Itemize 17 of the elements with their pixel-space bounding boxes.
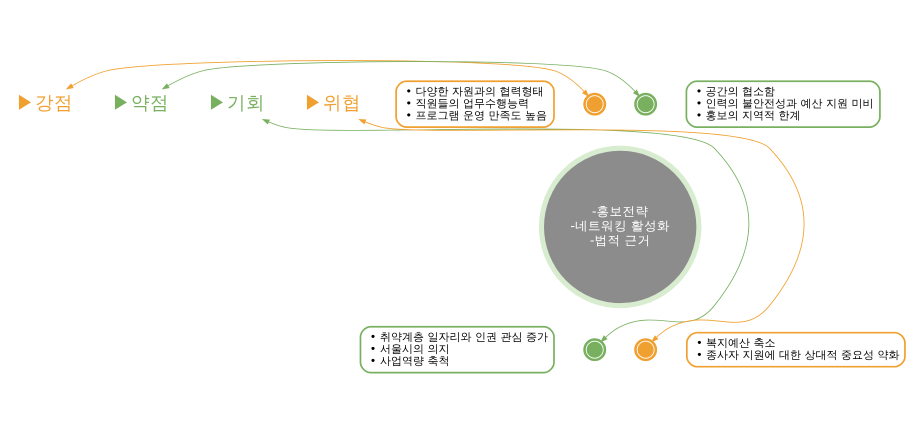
node-box: • 다양한 자원과의 협력형태 • 직원들의 업무수행능력 • 프로그램 운영 만족도 높음 xyxy=(395,80,555,128)
node-box: • 취약계층 일자리와 인권 관심 증가 • 서울시의 의지 • 사업역량 축척 xyxy=(360,325,555,373)
node-box: • 공간의 협소함 • 인력의 불안전성과 예산 지원 미비 • 홍보의 지역적 한계 xyxy=(686,80,881,128)
node-circle xyxy=(583,338,606,361)
arrow xyxy=(358,118,804,342)
node-box: • 복지예산 축소 • 종사자 지원에 대한 상대적 중요성 약화 xyxy=(686,331,906,368)
arrow xyxy=(262,118,750,342)
node-circle xyxy=(634,92,658,116)
arrow xyxy=(162,60,640,96)
node-circle: -홍보전략 -네트워킹 활성화 -법적 근거 xyxy=(538,145,702,308)
node-text: ▶기회 xyxy=(208,92,266,114)
node-circle xyxy=(583,92,606,116)
node-circle xyxy=(634,338,658,361)
node-text: ▶약점 xyxy=(112,92,170,114)
arrow xyxy=(66,60,590,96)
node-text: ▶위협 xyxy=(304,92,361,114)
node-text: ▶강점 xyxy=(16,92,74,114)
